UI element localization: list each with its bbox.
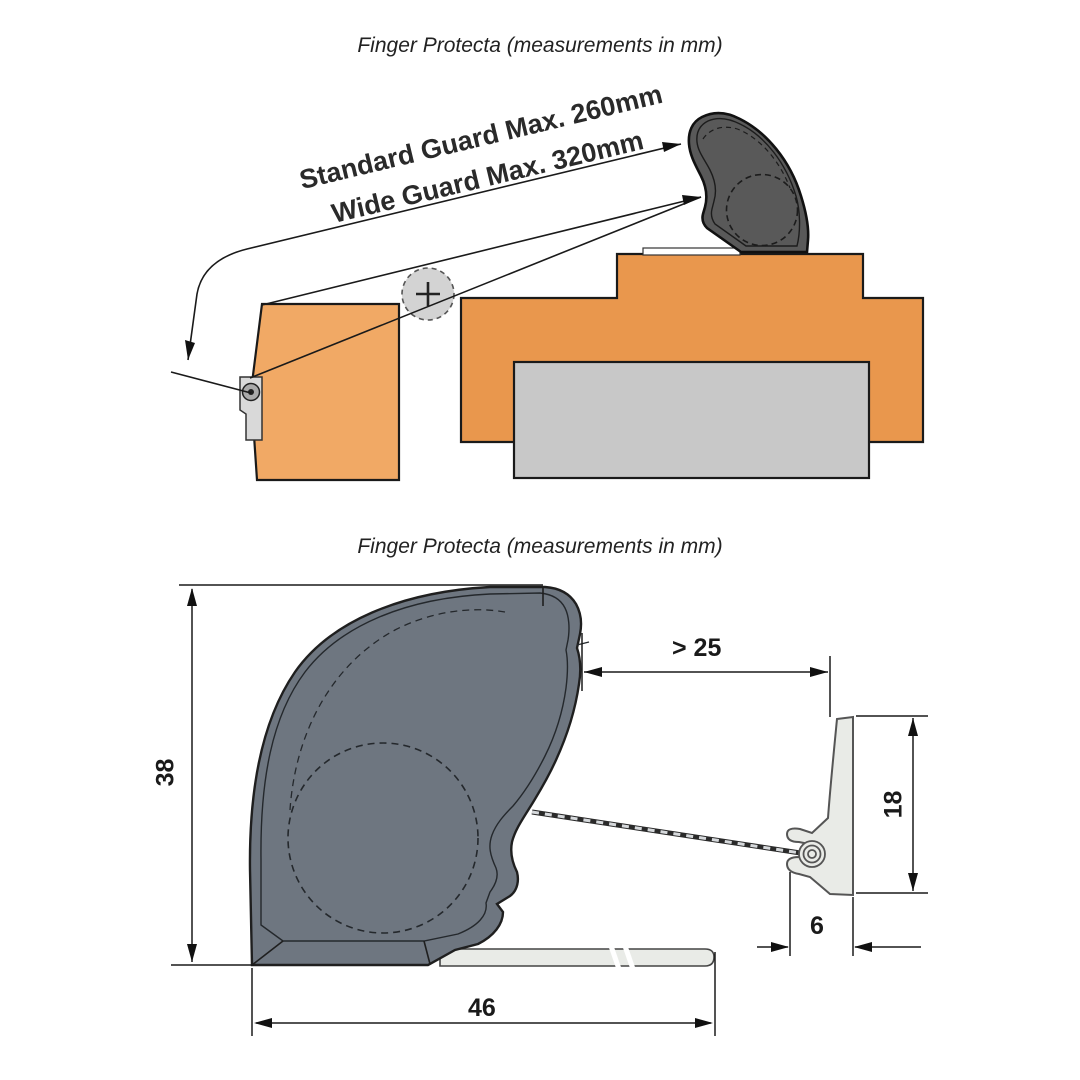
dimension-lines-top [170,142,702,394]
dim-line-320-upper [261,196,702,306]
guard-sheet-top [642,247,741,256]
arrowhead-320 [682,195,701,205]
hinge-pin-plus [401,267,455,321]
arrowhead-38-top [187,588,197,606]
arrowhead-260-bend [185,340,195,360]
arrowhead-46-left [254,1018,272,1028]
band-eyelet [798,840,826,868]
keeper-outline [785,715,854,897]
arrowhead-18-top [908,718,918,736]
top-guard [687,111,810,254]
arrowhead-260 [662,142,681,152]
guard-profile-outline [248,585,583,967]
top-title: Finger Protecta (measurements in mm) [357,34,723,57]
base-strip [439,945,715,970]
guard-core-circle [287,742,479,934]
dim-line-320-lower [249,196,702,379]
arrowhead-18-bottom [908,873,918,891]
guard-profile [248,585,590,967]
arrowhead-25-left [584,667,602,677]
dimension-lines-bottom [171,584,928,1036]
arrowhead-6-left [771,942,789,952]
frame-panel [512,360,871,480]
dim-label-38: 38 [151,758,180,787]
keeper-profile [785,715,854,897]
arrowhead-25-right [810,667,828,677]
dim-label-46: 46 [468,994,496,1022]
arrowhead-38-bottom [187,944,197,962]
door-edge-extension [170,371,252,394]
dim-label-6: 6 [810,912,824,940]
hinge-bracket [239,376,263,441]
top-diagram [170,111,925,482]
bottom-title: Finger Protecta (measurements in mm) [357,535,723,558]
door-leaf [249,302,401,482]
dim-line-260 [187,143,682,361]
arrowhead-46-right [695,1018,713,1028]
dim-label-18: 18 [879,790,908,819]
arrowhead-6-right [854,942,872,952]
dim-label-25: > 25 [672,634,722,662]
top-guard-outline [687,111,810,254]
bottom-diagram [171,584,928,1036]
attachment-band [531,809,808,857]
